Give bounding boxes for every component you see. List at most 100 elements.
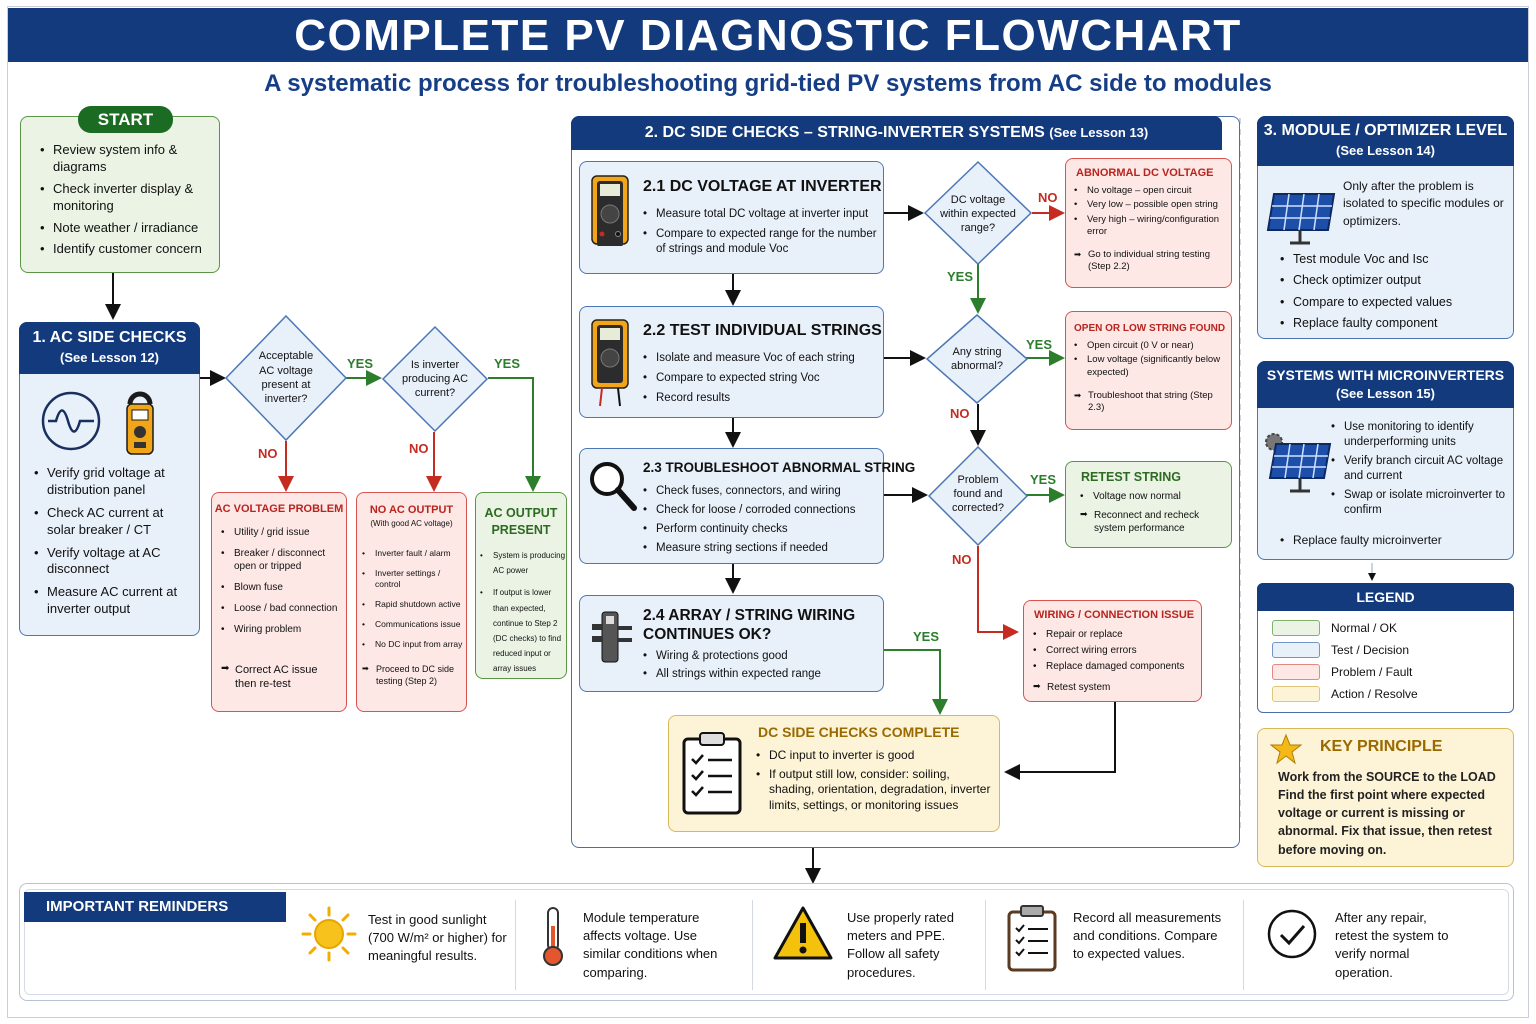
reminder-temperature: Module temperature affects voltage. Use … xyxy=(583,910,718,980)
list-item: Check AC current at solar breaker / CT xyxy=(34,505,194,539)
open-low-string-list: Open circuit (0 V or near) Low voltage (… xyxy=(1074,340,1230,382)
multimeter-icon xyxy=(591,319,629,407)
decision-diamond-ac-current xyxy=(381,325,489,433)
step-2-1-list: Measure total DC voltage at inverter inp… xyxy=(643,207,881,260)
ac-voltage-problem-list: Utility / grid issue Breaker / disconnec… xyxy=(221,526,345,639)
thermometer-icon xyxy=(543,907,563,966)
list-item: Review system info & diagrams xyxy=(40,142,216,176)
decision-diamond-ac-voltage xyxy=(224,314,348,442)
list-item: Replace faulty microinverter xyxy=(1280,533,1510,549)
no-ac-output-action: Proceed to DC side testing (Step 2) xyxy=(362,664,466,690)
microinverter-header: SYSTEMS WITH MICROINVERTERS (See Lesson … xyxy=(1257,361,1514,408)
no-label: NO xyxy=(409,441,429,456)
divider xyxy=(1243,900,1244,990)
list-item: Inverter settings / control xyxy=(362,568,466,590)
abnormal-dc-voltage-action: Go to individual string testing (Step 2.… xyxy=(1074,249,1230,277)
list-item: Blown fuse xyxy=(221,581,345,594)
list-item: Use monitoring to identify underperformi… xyxy=(1331,420,1511,450)
module-intro: Only after the problem is isolated to sp… xyxy=(1343,179,1504,228)
list-item: Inverter fault / alarm xyxy=(362,548,466,559)
list-item: DC input to inverter is good xyxy=(756,748,996,764)
step-2-1-title: 2.1 DC VOLTAGE AT INVERTER xyxy=(643,178,882,195)
step-2-4-title: 2.4 ARRAY / STRING WIRING CONTINUES OK? xyxy=(643,607,856,643)
list-item: Loose / bad connection xyxy=(221,602,345,615)
yes-label: YES xyxy=(1030,472,1057,487)
action-item: Retest system xyxy=(1033,681,1199,694)
list-item: Measure string sections if needed xyxy=(643,541,881,556)
list-item: System is producing AC power xyxy=(480,548,566,578)
legend-label: Action / Resolve xyxy=(1331,687,1418,701)
dc-complete-list: DC input to inverter is good If output s… xyxy=(756,748,996,816)
list-item: Note weather / irradiance xyxy=(40,220,216,237)
list-item: Repair or replace xyxy=(1033,628,1199,641)
action-item: Proceed to DC side testing (Step 2) xyxy=(362,664,466,687)
list-item: Wiring & protections good xyxy=(643,649,881,664)
yes-label: YES xyxy=(947,269,974,284)
reminders-header: IMPORTANT REMINDERS xyxy=(24,892,286,922)
dc-section-title: 2. DC SIDE CHECKS – STRING-INVERTER SYST… xyxy=(644,124,1045,141)
ac-checks-header: 1. AC SIDE CHECKS (See Lesson 12) xyxy=(19,322,200,374)
reminder-retest: After any repair, retest the system to v… xyxy=(1335,910,1449,980)
list-item: Utility / grid issue xyxy=(221,526,345,539)
legend-label: Test / Decision xyxy=(1331,643,1410,657)
step-2-3-title: 2.3 TROUBLESHOOT ABNORMAL STRING xyxy=(643,460,916,475)
list-item: Replace faulty component xyxy=(1280,315,1510,332)
yes-label: YES xyxy=(913,629,940,644)
list-item: Compare to expected string Voc xyxy=(643,371,881,386)
list-item: Very high – wiring/configuration error xyxy=(1074,214,1230,239)
legend-label: Normal / OK xyxy=(1331,621,1398,635)
list-item: Check for loose / corroded connections xyxy=(643,503,881,518)
wiring-issue-action: Retest system xyxy=(1033,681,1199,697)
clamp-meter-icon xyxy=(126,391,154,455)
no-label: NO xyxy=(952,552,972,567)
list-item: If output still low, consider: soiling, … xyxy=(756,767,996,814)
sun-icon xyxy=(301,906,357,962)
step-2-3-list: Check fuses, connectors, and wiring Chec… xyxy=(643,484,881,559)
key-principle-title: KEY PRINCIPLE xyxy=(1320,738,1443,755)
clipboard-icon xyxy=(1007,905,1057,972)
connector-icon xyxy=(592,611,632,663)
decision-text-ac-current: Is inverter producing AC current? xyxy=(401,358,469,400)
no-label: NO xyxy=(950,406,970,421)
list-item: Compare to expected range for the number… xyxy=(643,227,881,257)
no-label: NO xyxy=(258,446,278,461)
legend-header: LEGEND xyxy=(1257,583,1514,611)
wiring-issue-title: WIRING / CONNECTION ISSUE xyxy=(1034,609,1195,621)
list-item: Record results xyxy=(643,391,881,406)
decision-diamond-dc-voltage xyxy=(923,160,1033,266)
yes-label: YES xyxy=(1026,337,1053,352)
module-list: Test module Voc and Isc Check optimizer … xyxy=(1280,251,1510,334)
list-item: Compare to expected values xyxy=(1280,294,1510,311)
reminder-safety: Use properly rated meters and PPE. Follo… xyxy=(847,910,954,980)
decision-diamond-problem-corrected xyxy=(927,445,1029,547)
checkmark-circle-icon xyxy=(1267,909,1317,959)
no-ac-output-title: NO AC OUTPUT xyxy=(369,504,454,516)
list-item: Identify customer concern xyxy=(40,241,216,258)
list-item: Isolate and measure Voc of each string xyxy=(643,351,881,366)
list-item: Measure total DC voltage at inverter inp… xyxy=(643,207,881,222)
list-item: Correct wiring errors xyxy=(1033,644,1199,657)
reminder-sunlight: Test in good sunlight (700 W/m² or highe… xyxy=(368,912,507,964)
list-item: Communications issue xyxy=(362,619,466,630)
no-ac-output-subtitle: (With good AC voltage) xyxy=(370,519,453,528)
divider xyxy=(752,900,753,990)
multimeter-icon xyxy=(591,175,629,246)
module-level-title: 3. MODULE / OPTIMIZER LEVEL xyxy=(1263,122,1508,139)
open-low-string-action: Troubleshoot that string (Step 2.3) xyxy=(1074,390,1214,418)
page-title: COMPLETE PV DIAGNOSTIC FLOWCHART xyxy=(8,8,1528,62)
list-item: Breaker / disconnect open or tripped xyxy=(221,547,345,573)
microinverter-lesson: (See Lesson 15) xyxy=(1336,386,1435,401)
page-subtitle: A systematic process for troubleshooting… xyxy=(264,70,1272,97)
list-item: Verify voltage at AC disconnect xyxy=(34,545,194,579)
reminder-records: Record all measurements and conditions. … xyxy=(1073,910,1222,962)
ac-voltage-problem-action: Correct AC issue then re-test xyxy=(221,663,341,695)
warning-icon xyxy=(773,906,833,960)
retest-string-action: Reconnect and recheck system performance xyxy=(1080,509,1226,538)
list-item: No voltage – open circuit xyxy=(1074,185,1230,198)
ac-output-present-title: AC OUTPUT PRESENT xyxy=(484,506,558,537)
list-item: Replace damaged components xyxy=(1033,660,1199,673)
retest-string-title: RETEST STRING xyxy=(1081,470,1182,484)
legend-swatch xyxy=(1272,664,1320,680)
action-item: Go to individual string testing (Step 2.… xyxy=(1074,249,1230,274)
abnormal-dc-voltage-list: No voltage – open circuit Very low – pos… xyxy=(1074,185,1230,241)
